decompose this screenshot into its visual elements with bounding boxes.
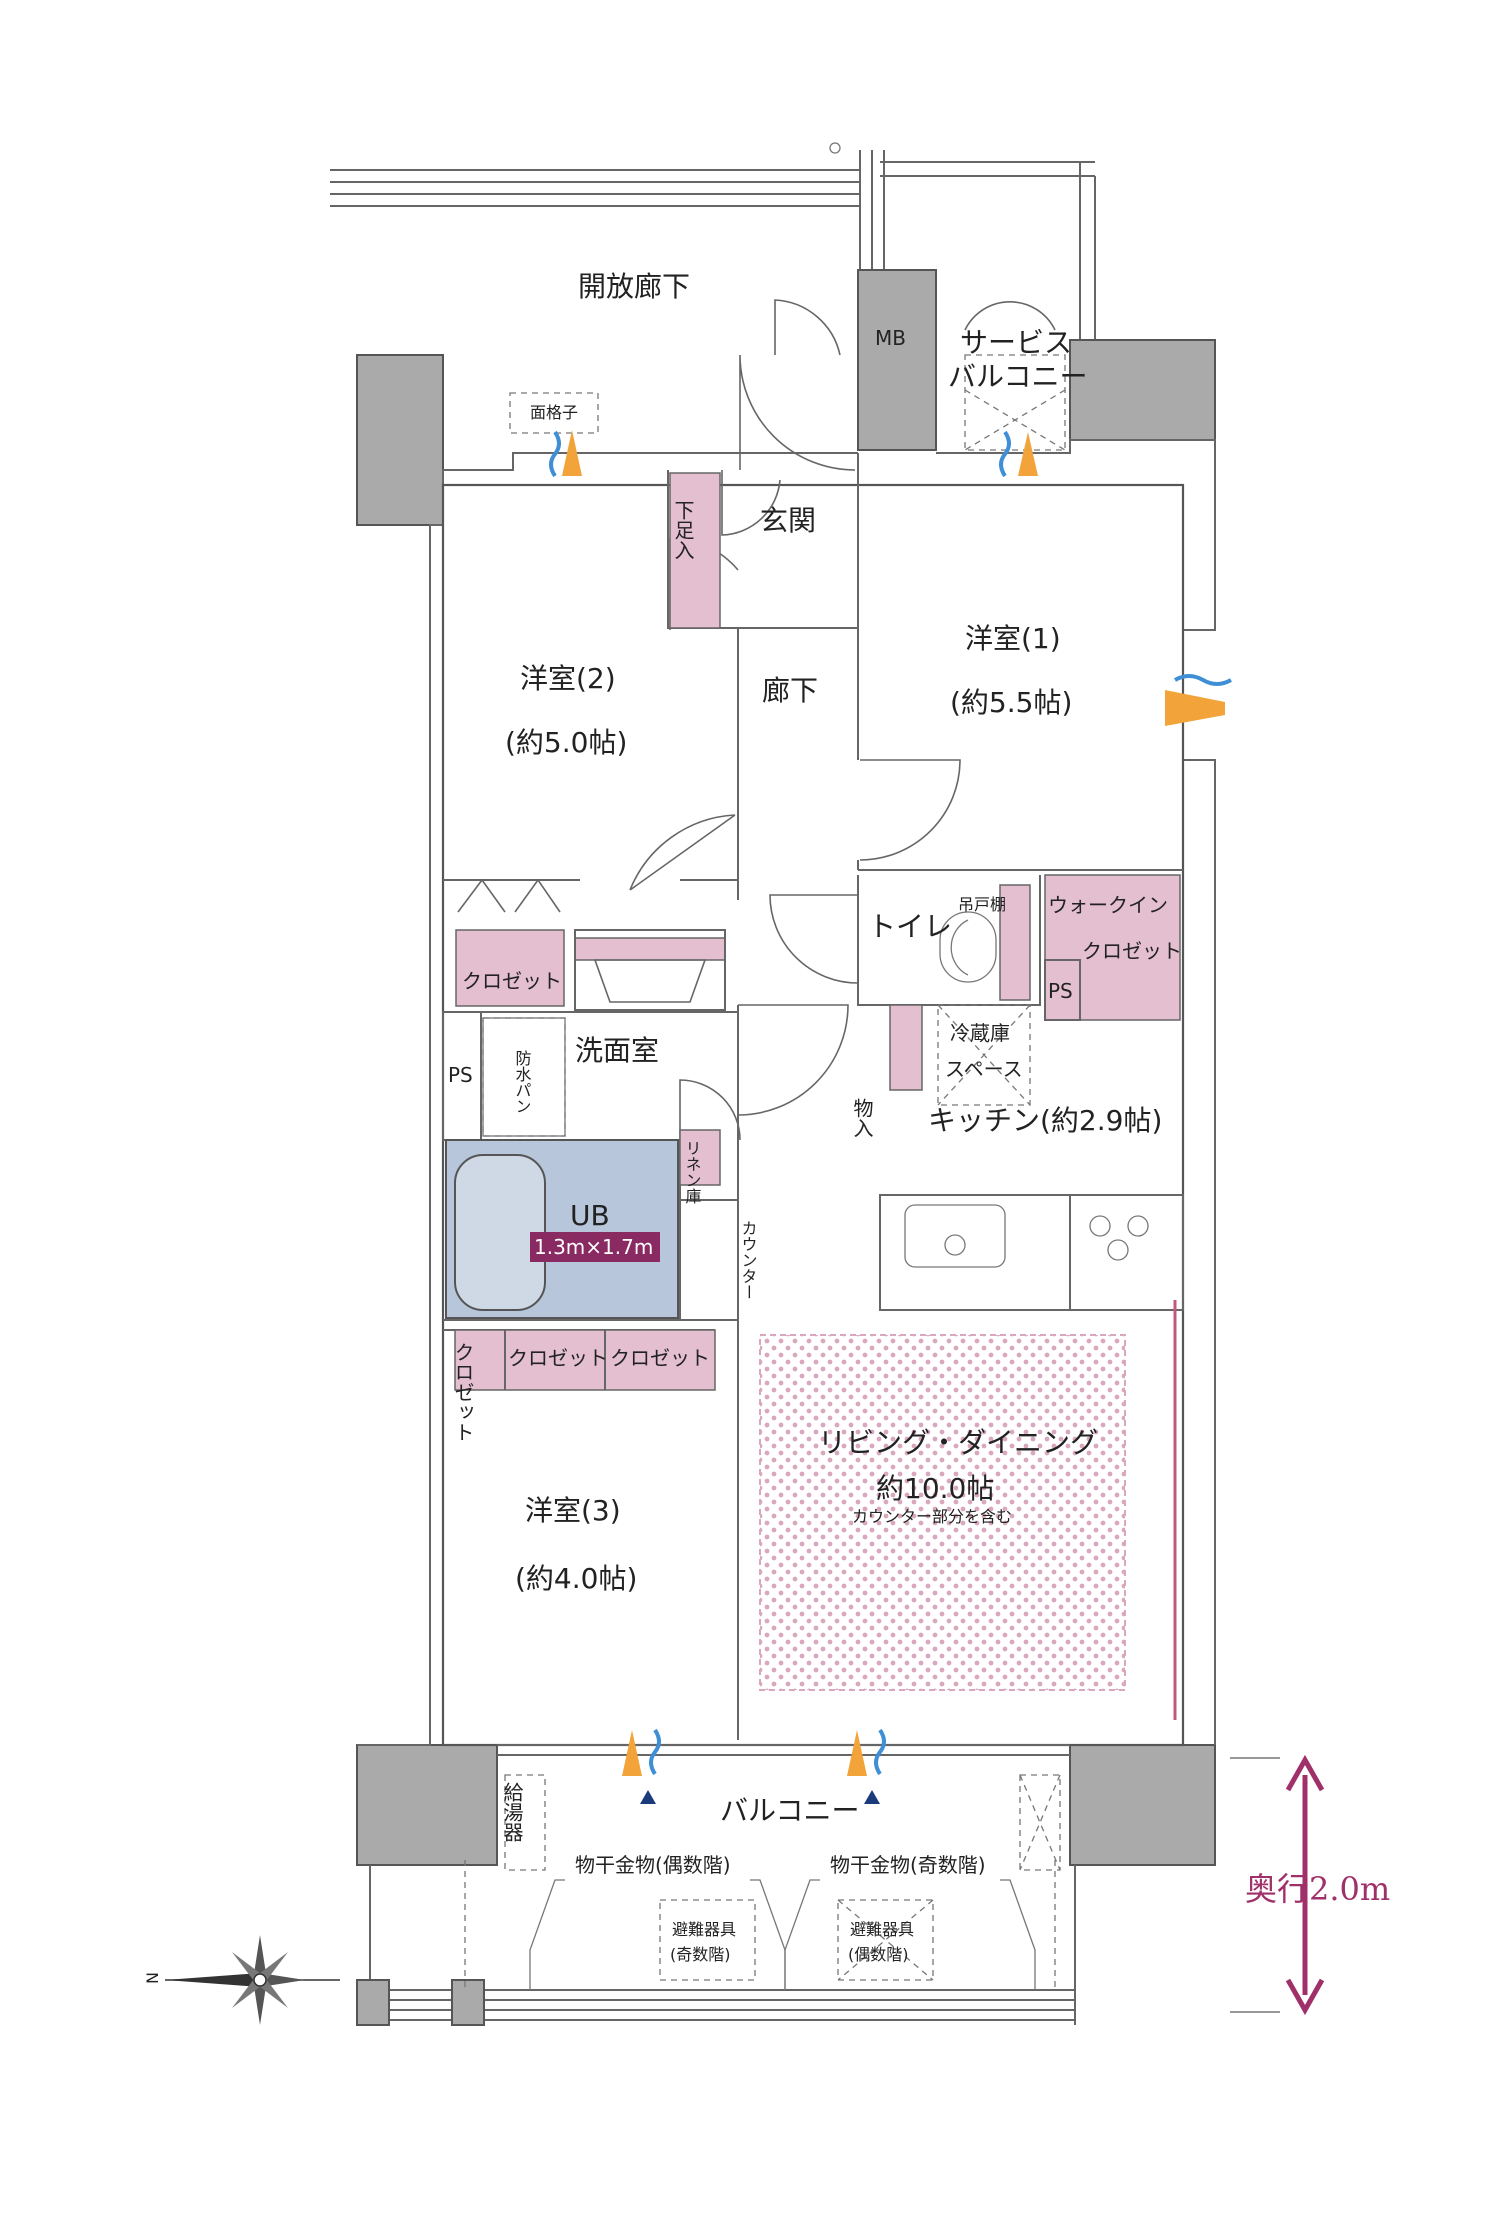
dry-even-label: 物干金物(偶数階) [575, 1853, 731, 1877]
shoe-box [669, 472, 721, 629]
living-name: リビング・ダイニング [818, 1426, 1098, 1459]
ps-box-right [1044, 959, 1081, 1021]
sink-icon [593, 959, 707, 1003]
hanging-shelf [999, 884, 1031, 1001]
shoe-box-label: 下足入 [671, 500, 695, 560]
vent-icon [549, 430, 582, 478]
linen-shelf [679, 1129, 721, 1186]
closet-r3-label-2: クロゼット [508, 1346, 608, 1370]
ps-label-left: PS [448, 1063, 473, 1087]
linen-label: リネン庫 [683, 1140, 702, 1204]
vanity [574, 929, 726, 1011]
column-top-right [1069, 339, 1216, 441]
hanging-shelf-label: 吊戸棚 [958, 895, 1006, 914]
depth-arrow [1230, 1754, 1325, 2016]
evac-left-label-2: (奇数階) [670, 1945, 731, 1964]
column-bottom-left [356, 1744, 498, 1866]
evac-right-label-2: (偶数階) [848, 1945, 909, 1964]
ps-label-right: PS [1048, 979, 1073, 1003]
room2-size: (約5.0帖) [505, 726, 627, 759]
vent-icon [999, 430, 1038, 478]
ub-label: UB [570, 1199, 610, 1232]
closet-r3-label-3: クロゼット [610, 1346, 710, 1370]
north-label: N [143, 1972, 162, 1984]
storage-label: 物入 [850, 1098, 874, 1138]
lattice-label: 面格子 [530, 403, 578, 422]
room2-name: 洋室(2) [520, 662, 616, 695]
room3-name: 洋室(3) [525, 1494, 621, 1527]
vent-icon [847, 1728, 886, 1804]
room1-size: (約5.5帖) [950, 686, 1072, 719]
room1-name: 洋室(1) [965, 622, 1061, 655]
column-bottom-right [1069, 1744, 1216, 1866]
sink-icon [904, 1204, 1006, 1268]
water-heater-label: 給湯器 [500, 1782, 524, 1842]
vent-icon [1165, 674, 1232, 726]
corridor-railing [330, 142, 1096, 340]
evac-right-label-1: 避難器具 [850, 1920, 914, 1939]
closet-r3-label-1: クロゼット [451, 1342, 475, 1442]
door-swings [457, 299, 1056, 1141]
stove-burner-icon [1089, 1215, 1149, 1261]
fridge-label-2: スペース [945, 1057, 1023, 1081]
fridge-label-1: 冷蔵庫 [950, 1021, 1010, 1045]
ub-size-badge [530, 1232, 660, 1262]
storage-shelf [889, 1004, 923, 1091]
interior-walls [441, 453, 1185, 1747]
service-balcony-box [964, 354, 1066, 451]
lattice-box [509, 392, 599, 434]
genkan-label: 玄関 [760, 504, 816, 537]
living-size: 約10.0帖 [876, 1472, 994, 1505]
walkin-closet [1044, 874, 1181, 1021]
ub-size-label: 1.3m×1.7m [534, 1235, 653, 1259]
room3-size: (約4.0帖) [515, 1562, 637, 1595]
column-top-left [356, 354, 444, 526]
living-dining-area [759, 1334, 1126, 1691]
mb-wall [857, 269, 937, 451]
toilet-label: トイレ [868, 910, 952, 943]
depth-label: 奥行2.0m [1245, 1870, 1390, 1908]
fridge-space [937, 1004, 1031, 1106]
balcony-label: バルコニー [720, 1794, 859, 1827]
closet-room2-label: クロゼット [462, 969, 562, 993]
counter-label: カウンター [739, 1220, 758, 1300]
toilet-icon [939, 911, 997, 983]
kitchen-label: キッチン(約2.9帖) [928, 1104, 1162, 1137]
hallway-label: 廊下 [762, 674, 818, 707]
closet-room2 [455, 929, 565, 1007]
balcony [356, 1744, 1076, 2026]
closet-row-room3 [454, 1329, 716, 1391]
compass-icon [165, 1935, 340, 2025]
walkin-label-1: ウォークイン [1048, 893, 1168, 917]
walkin-label-2: クロゼット [1082, 939, 1182, 963]
vanity-top [574, 937, 726, 961]
waterproof-pan-label: 防水パン [513, 1050, 532, 1114]
open-corridor-label: 開放廊下 [578, 270, 690, 303]
washroom-label: 洗面室 [575, 1034, 659, 1067]
living-note: カウンター部分を含む [852, 1507, 1012, 1526]
mb-label: MB [875, 326, 906, 350]
service-balcony-label-2: バルコニー [948, 360, 1087, 393]
evac-left-label-1: 避難器具 [672, 1920, 736, 1939]
dry-odd-label: 物干金物(奇数階) [830, 1853, 986, 1877]
service-balcony-label-1: サービス [960, 326, 1072, 359]
vent-icon [622, 1728, 661, 1804]
